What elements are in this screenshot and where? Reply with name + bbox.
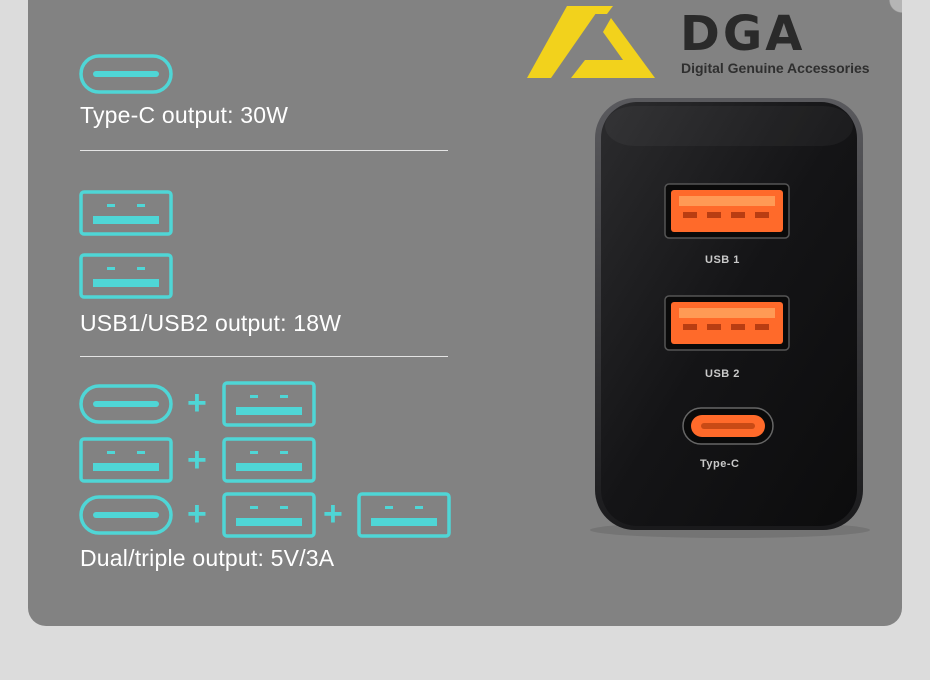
usb-a-port-icon xyxy=(222,492,316,538)
port-label-typec: Type-C xyxy=(700,458,740,470)
usb-a-port-icon xyxy=(79,437,173,483)
port-label-usb2: USB 2 xyxy=(705,368,740,380)
usb-a-port-icon xyxy=(222,381,316,427)
brand-name: DGA xyxy=(680,6,806,62)
port-label-usb1: USB 1 xyxy=(705,254,740,266)
type-c-port-icon xyxy=(79,384,173,424)
usb-a-port-icon xyxy=(79,253,173,299)
plus-icon: + xyxy=(187,495,207,533)
type-c-port-icon xyxy=(79,54,173,94)
usb-a-port-icon xyxy=(222,437,316,483)
type-c-port-icon xyxy=(79,495,173,535)
divider xyxy=(80,150,448,151)
usb-a-port-icon xyxy=(357,492,451,538)
typec-output-caption: Type-C output: 30W xyxy=(80,102,289,128)
plus-icon: + xyxy=(187,384,207,422)
usb-a-port-icon xyxy=(79,190,173,236)
dga-logo-icon xyxy=(527,6,655,78)
divider xyxy=(80,356,448,357)
plus-icon: + xyxy=(187,441,207,479)
usb-output-caption: USB1/USB2 output: 18W xyxy=(80,310,342,336)
brand-tagline: Digital Genuine Accessories xyxy=(681,60,870,76)
dual-output-caption: Dual/triple output: 5V/3A xyxy=(80,545,335,571)
corner-decoration xyxy=(876,0,902,26)
charger-image xyxy=(590,98,870,538)
plus-icon: + xyxy=(323,495,343,533)
